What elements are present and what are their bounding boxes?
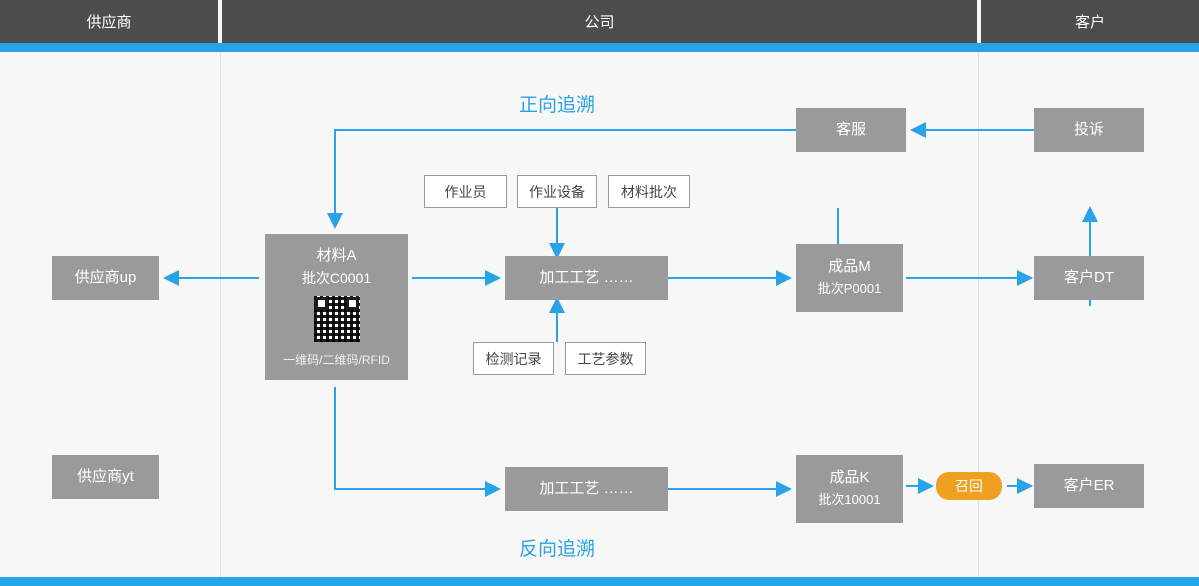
caption-backward-trace: 反向追溯	[519, 539, 596, 560]
bottom-accent-bar	[0, 577, 1199, 586]
node-supplier-yt[interactable]: 供应商yt	[52, 455, 159, 499]
node-product-k[interactable]: 成品K 批次10001	[796, 455, 903, 523]
node-recall[interactable]: 召回	[936, 472, 1002, 500]
top-accent-bar	[0, 43, 1199, 52]
node-product-m-batch: 批次P0001	[817, 281, 882, 296]
attr-material-batch[interactable]: 材料批次	[608, 175, 690, 208]
node-product-k-title: 成品K	[829, 469, 870, 486]
node-supplier-up[interactable]: 供应商up	[52, 256, 159, 300]
caption-forward-trace: 正向追溯	[519, 95, 596, 116]
header-cell-supplier: 供应商	[0, 0, 218, 43]
node-process-bottom-label: 加工工艺 ……	[539, 480, 634, 497]
lane-divider-right	[978, 52, 979, 577]
header-cell-company: 公司	[222, 0, 977, 43]
node-material-a[interactable]: 材料A 批次C0001 一维码/二维码/RFID	[265, 234, 408, 380]
attr-inspection-record-label: 检测记录	[485, 350, 542, 367]
attr-operator[interactable]: 作业员	[424, 175, 507, 208]
node-process-top[interactable]: 加工工艺 ……	[505, 256, 668, 300]
node-customer-er[interactable]: 客户ER	[1034, 464, 1144, 508]
node-material-a-title: 材料A	[316, 247, 357, 264]
node-material-a-codes: 一维码/二维码/RFID	[283, 353, 390, 367]
node-customer-service-label: 客服	[835, 121, 866, 138]
node-product-m-title: 成品M	[828, 258, 871, 275]
node-customer-er-label: 客户ER	[1063, 477, 1115, 494]
attr-material-batch-label: 材料批次	[621, 183, 677, 200]
node-process-bottom[interactable]: 加工工艺 ……	[505, 467, 668, 511]
node-product-m[interactable]: 成品M 批次P0001	[796, 244, 903, 312]
swimlane-header: 供应商 公司 客户	[0, 0, 1199, 51]
header-cell-customer: 客户	[981, 0, 1199, 43]
attr-equipment-label: 作业设备	[529, 183, 585, 200]
attr-process-parameter-label: 工艺参数	[577, 350, 634, 367]
node-recall-label: 召回	[955, 478, 983, 494]
node-supplier-yt-label: 供应商yt	[77, 468, 134, 485]
node-customer-service[interactable]: 客服	[796, 108, 906, 152]
qr-code-icon	[313, 296, 360, 342]
node-customer-dt[interactable]: 客户DT	[1034, 256, 1144, 300]
node-process-top-label: 加工工艺 ……	[539, 269, 634, 286]
attr-process-parameter[interactable]: 工艺参数	[565, 342, 646, 375]
node-complaint-label: 投诉	[1073, 121, 1104, 138]
attr-equipment[interactable]: 作业设备	[517, 175, 597, 208]
arrow-material-to-process-bottom	[334, 387, 501, 497]
attr-operator-label: 作业员	[444, 183, 487, 200]
node-product-k-batch: 批次10001	[818, 492, 881, 507]
node-supplier-up-label: 供应商up	[74, 269, 137, 286]
diagram-canvas: 正向追溯 反向追溯 客服 投诉 作业员 作业设备 材料批次 供应商up 材料A …	[0, 52, 1199, 577]
node-material-a-batch: 批次C0001	[301, 270, 372, 286]
attr-inspection-record[interactable]: 检测记录	[473, 342, 554, 375]
arrow-service-to-material	[327, 129, 796, 229]
lane-divider-left	[220, 52, 221, 577]
node-customer-dt-label: 客户DT	[1064, 269, 1114, 286]
node-complaint[interactable]: 投诉	[1034, 108, 1144, 152]
